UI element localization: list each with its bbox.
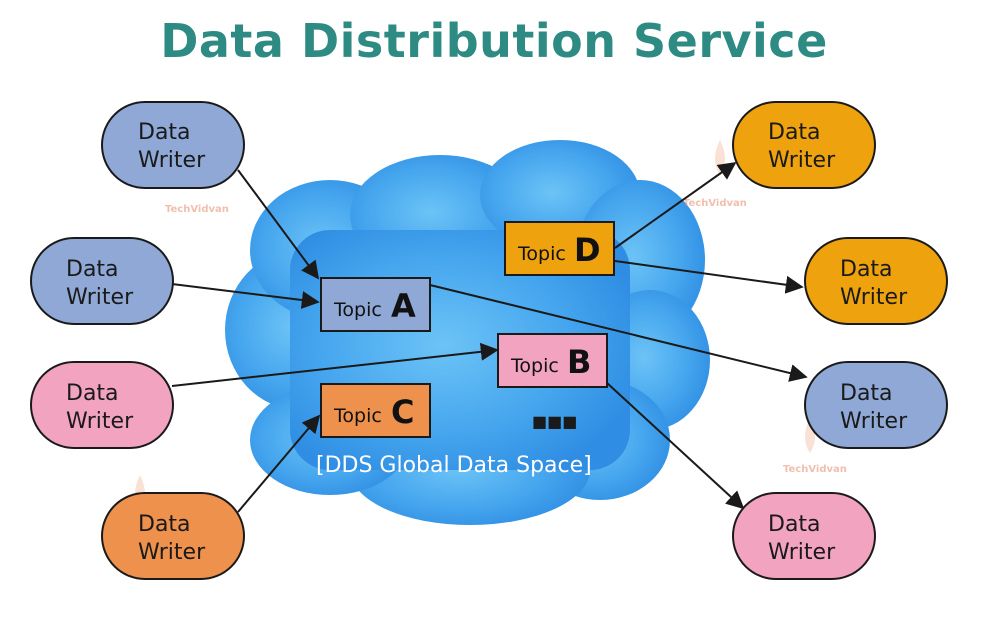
arrow-topic-d-to-r1 xyxy=(614,161,737,249)
node-label: Data xyxy=(138,120,191,145)
more-topics-ellipsis: ■■■ xyxy=(532,412,577,431)
node-label: Writer xyxy=(66,409,134,434)
node-label: Data xyxy=(66,257,119,282)
data-writer-node: Data Writer xyxy=(804,361,948,449)
connections xyxy=(171,161,808,513)
arrow-w1-to-topic-a xyxy=(237,169,320,280)
node-label: Writer xyxy=(768,148,836,173)
topic-word: Topic xyxy=(517,243,566,265)
data-writer-node: Data Writer xyxy=(101,101,245,189)
arrow-topic-d-to-r2 xyxy=(614,260,804,294)
node-label: Data xyxy=(768,512,821,537)
node-label: Data xyxy=(768,120,821,145)
arrow-topic-b-to-r4 xyxy=(606,382,745,510)
topic-c-box: Topic C xyxy=(320,383,431,438)
arrow-topic-a-to-r3 xyxy=(429,284,808,382)
node-label: Writer xyxy=(840,409,908,434)
node-label: Data xyxy=(840,257,893,282)
watermark-text: TechVidvan xyxy=(683,198,747,209)
topic-letter: D xyxy=(574,231,601,269)
node-label: Writer xyxy=(66,285,134,310)
watermark-text: TechVidvan xyxy=(783,464,847,475)
topic-word: Topic xyxy=(333,405,382,427)
node-label: Writer xyxy=(138,540,206,565)
node-label: Data xyxy=(66,381,119,406)
topic-d-box: Topic D xyxy=(504,221,615,276)
data-writer-node: Data Writer xyxy=(732,492,876,580)
topic-word: Topic xyxy=(333,299,382,321)
node-label: Writer xyxy=(768,540,836,565)
node-label: Writer xyxy=(840,285,908,310)
node-label: Writer xyxy=(138,148,206,173)
watermark-text: TechVidvan xyxy=(165,204,229,215)
topic-b-box: Topic B xyxy=(497,333,608,388)
topic-letter: C xyxy=(391,393,414,431)
page-title: Data Distribution Service xyxy=(160,14,828,68)
arrow-w2-to-topic-a xyxy=(171,283,320,309)
node-label: Data xyxy=(840,381,893,406)
data-writer-node: Data Writer xyxy=(30,361,174,449)
arrow-w3-to-topic-b xyxy=(171,342,499,387)
node-label: Data xyxy=(138,512,191,537)
data-writer-node: Data Writer xyxy=(804,237,948,325)
data-writer-node: Data Writer xyxy=(30,237,174,325)
arrow-w4-to-topic-c xyxy=(237,414,321,513)
topic-letter: A xyxy=(391,287,416,325)
data-writer-node: Data Writer xyxy=(101,492,245,580)
topic-letter: B xyxy=(567,343,591,381)
global-data-space-label: [DDS Global Data Space] xyxy=(316,453,592,478)
topic-a-box: Topic A xyxy=(320,277,431,332)
data-writer-node: Data Writer xyxy=(732,101,876,189)
topic-word: Topic xyxy=(510,355,559,377)
